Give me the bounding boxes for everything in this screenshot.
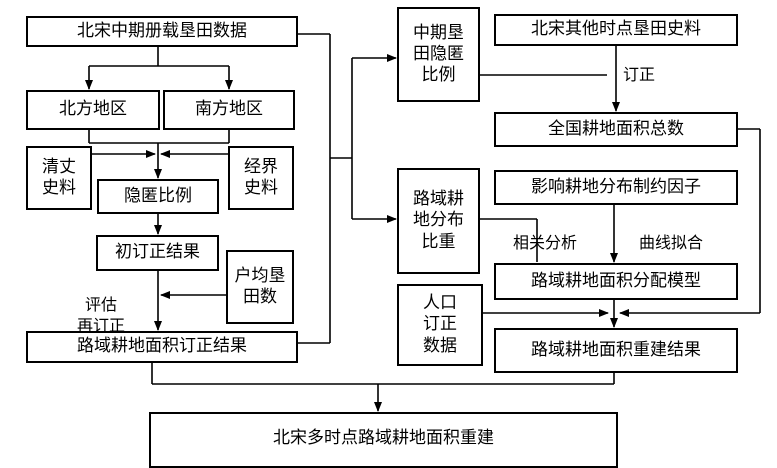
constraint-factors-text: 影响耕地分布制约因子 xyxy=(531,176,701,197)
multi-period-reconstruction-text: 北宋多时点路域耕地面积重建 xyxy=(273,428,494,448)
qingzhang-records-text: 清丈 史料 xyxy=(42,156,76,198)
constraint-factors-box: 影响耕地分布制约因子 xyxy=(494,170,738,205)
allocation-model-box: 路域耕地面积分配模型 xyxy=(494,263,738,300)
south-region-text: 南方地区 xyxy=(195,99,263,120)
multi-period-reconstruction-box: 北宋多时点路域耕地面积重建 xyxy=(149,412,618,468)
household-avg-farmland-text: 户均垦 田数 xyxy=(234,265,286,307)
population-correction-data-box: 人口 订正 数据 xyxy=(397,284,483,366)
initial-correction-result-box: 初订正结果 xyxy=(96,235,219,271)
mid-period-hidden-ratio-text: 中期垦 田隐匿 比例 xyxy=(413,22,464,86)
route-area-reconstruction-box: 路域耕地面积重建结果 xyxy=(494,328,738,373)
qingzhang-records-box: 清丈 史料 xyxy=(26,146,92,210)
national-total-area-box: 全国耕地面积总数 xyxy=(494,112,738,147)
initial-correction-result-text: 初订正结果 xyxy=(115,242,200,263)
route-area-corrected-result-box: 路域耕地面积订正结果 xyxy=(26,331,298,363)
hidden-ratio-box: 隐匿比例 xyxy=(97,179,219,214)
north-region-box: 北方地区 xyxy=(26,90,160,130)
route-area-corrected-result-text: 路域耕地面积订正结果 xyxy=(77,336,247,357)
route-distribution-share-text: 路域耕 地分布 比重 xyxy=(413,189,464,252)
jingjie-records-box: 经界 史料 xyxy=(228,146,294,210)
household-avg-farmland-box: 户均垦 田数 xyxy=(226,250,294,324)
curve-fitting-text: 曲线拟合 xyxy=(639,233,704,252)
correct-label: 订正 xyxy=(623,65,655,86)
hidden-ratio-text: 隐匿比例 xyxy=(124,185,192,206)
other-period-records-text: 北宋其他时点垦田史料 xyxy=(531,19,701,40)
curve-fitting-label: 曲线拟合 xyxy=(639,233,703,254)
correlation-analysis-label: 相关分析 xyxy=(513,233,577,254)
mid-period-hidden-ratio-box: 中期垦 田隐匿 比例 xyxy=(397,7,480,102)
correct-text: 订正 xyxy=(623,65,656,84)
north-region-text: 北方地区 xyxy=(59,99,127,120)
national-total-area-text: 全国耕地面积总数 xyxy=(548,118,684,139)
evaluate-recorrect-text: 评估 再订正 xyxy=(77,294,126,335)
route-area-reconstruction-text: 路域耕地面积重建结果 xyxy=(531,339,701,360)
correlation-analysis-text: 相关分析 xyxy=(513,233,578,252)
northern-song-mid-records-text: 北宋中期册载垦田数据 xyxy=(77,20,247,41)
evaluate-recorrect-label: 评估 再订正 xyxy=(77,274,125,336)
south-region-box: 南方地区 xyxy=(163,90,295,130)
northern-song-mid-records-box: 北宋中期册载垦田数据 xyxy=(26,16,298,47)
population-correction-data-text: 人口 订正 数据 xyxy=(423,293,457,356)
route-distribution-share-box: 路域耕 地分布 比重 xyxy=(397,168,480,274)
other-period-records-box: 北宋其他时点垦田史料 xyxy=(494,14,738,46)
jingjie-records-text: 经界 史料 xyxy=(244,156,278,198)
allocation-model-text: 路域耕地面积分配模型 xyxy=(531,270,701,291)
